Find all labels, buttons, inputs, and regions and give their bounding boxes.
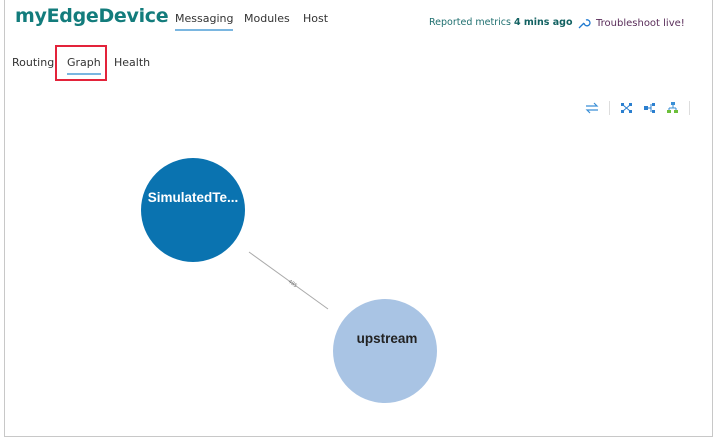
- divider: [689, 101, 690, 115]
- swap-icon[interactable]: [585, 102, 599, 114]
- wrench-icon: [578, 19, 591, 29]
- subtab-health[interactable]: Health: [114, 56, 151, 69]
- node-label: SimulatedTe...: [148, 190, 239, 205]
- subtab-routing[interactable]: Routing: [12, 56, 55, 69]
- divider: [609, 101, 610, 115]
- node-upstream[interactable]: upstream: [333, 299, 437, 403]
- reported-metrics: Reported metrics 4 mins ago: [429, 17, 573, 28]
- troubleshoot-live-button[interactable]: Troubleshoot live!: [577, 16, 685, 30]
- node-simulatedtemp[interactable]: SimulatedTe...: [141, 158, 245, 262]
- fit-graph-icon[interactable]: [620, 102, 633, 114]
- metrics-time: 4 mins ago: [513, 17, 573, 28]
- tab-host[interactable]: Host: [303, 12, 329, 25]
- node-label: upstream: [357, 331, 418, 346]
- highlight-box: [55, 45, 107, 81]
- troubleshoot-label: Troubleshoot live!: [596, 17, 685, 29]
- graph-toolbar: [585, 101, 690, 115]
- tab-messaging[interactable]: Messaging: [175, 12, 234, 31]
- metrics-label: Reported metrics: [429, 17, 511, 28]
- tab-modules[interactable]: Modules: [244, 12, 290, 25]
- hierarchy-icon[interactable]: [666, 102, 679, 114]
- subtab-graph[interactable]: Graph: [67, 56, 101, 75]
- graph-edge: [248, 251, 329, 310]
- device-title: myEdgeDevice: [15, 5, 169, 27]
- edge-label: 485: [287, 279, 298, 289]
- layout-icon[interactable]: [643, 102, 656, 114]
- window-frame: [4, 0, 713, 437]
